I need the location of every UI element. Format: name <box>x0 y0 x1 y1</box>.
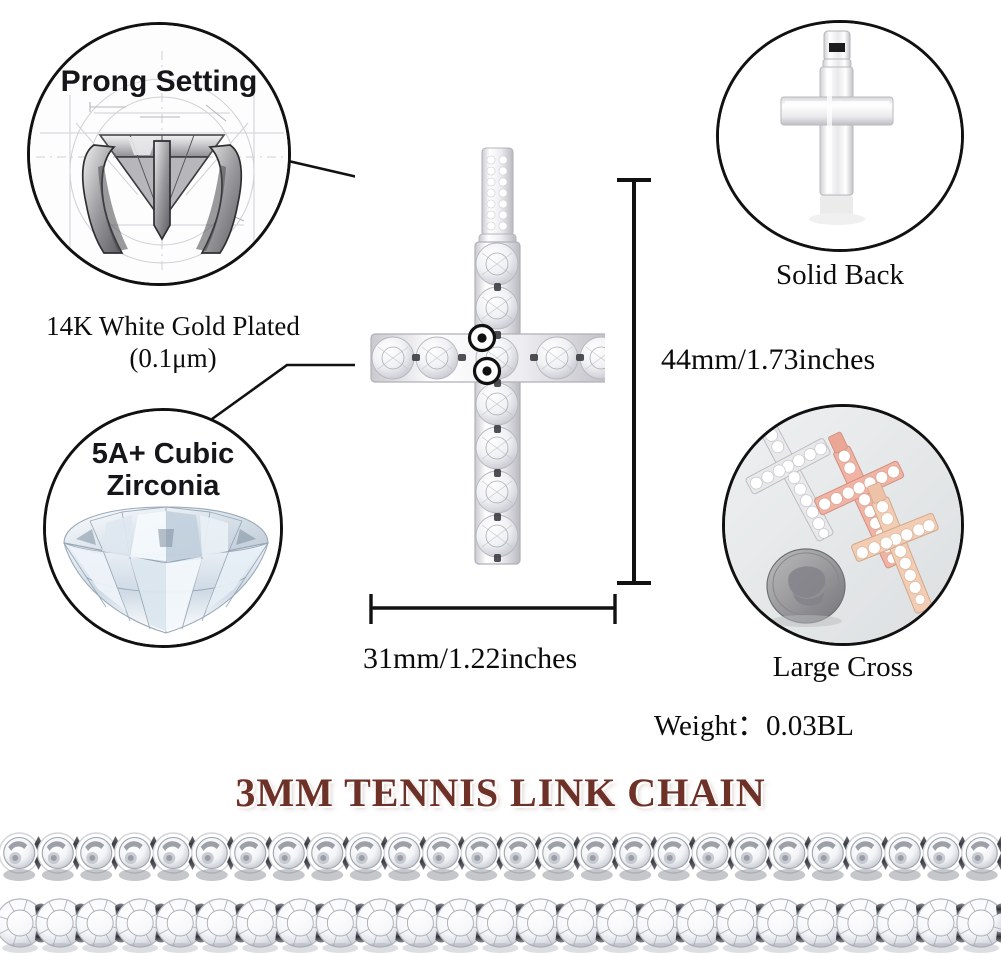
lower-chain-image <box>0 893 1001 957</box>
pendant-bail <box>478 147 517 247</box>
solid-back-cross-photo <box>719 23 961 249</box>
large-cross-color-variants-photo <box>725 407 961 643</box>
height-dimension-label: 44mm/1.73inches <box>661 343 876 376</box>
width-dimension-label: 31mm/1.22inches <box>363 642 578 675</box>
feature-circle-solid-back <box>716 20 964 252</box>
cubic-zirconia-gem-illustration <box>46 411 280 645</box>
feature-circle-prong-setting: Prong Setting <box>27 22 291 286</box>
caption-solid-back: Solid Back <box>775 259 905 291</box>
caption-large-cross: Large Cross <box>772 651 914 683</box>
feature-circle-large-cross <box>722 404 964 646</box>
cz-cross-pendant-image <box>355 138 625 598</box>
prong-setting-diagram <box>30 25 288 283</box>
prong-setting-inner-label: Prong Setting <box>60 65 258 98</box>
cubic-zirconia-inner-label: 5A+ Cubic Zirconia <box>91 438 235 502</box>
upper-chain-image <box>0 826 1001 888</box>
upper-chain-row <box>0 826 1001 888</box>
banner-title: 3MM TENNIS LINK CHAIN <box>235 770 766 815</box>
weight-label: Weight：0.03BL <box>654 710 854 742</box>
scale-coin <box>766 548 846 627</box>
feature-circle-cubic-zirconia: 5A+ Cubic Zirconia <box>43 408 283 648</box>
caption-14k-white-gold-plated: 14K White Gold Plated (0.1μm) <box>46 311 300 373</box>
cz-cross-pendant <box>355 138 625 598</box>
lower-chain-row <box>0 893 1001 957</box>
